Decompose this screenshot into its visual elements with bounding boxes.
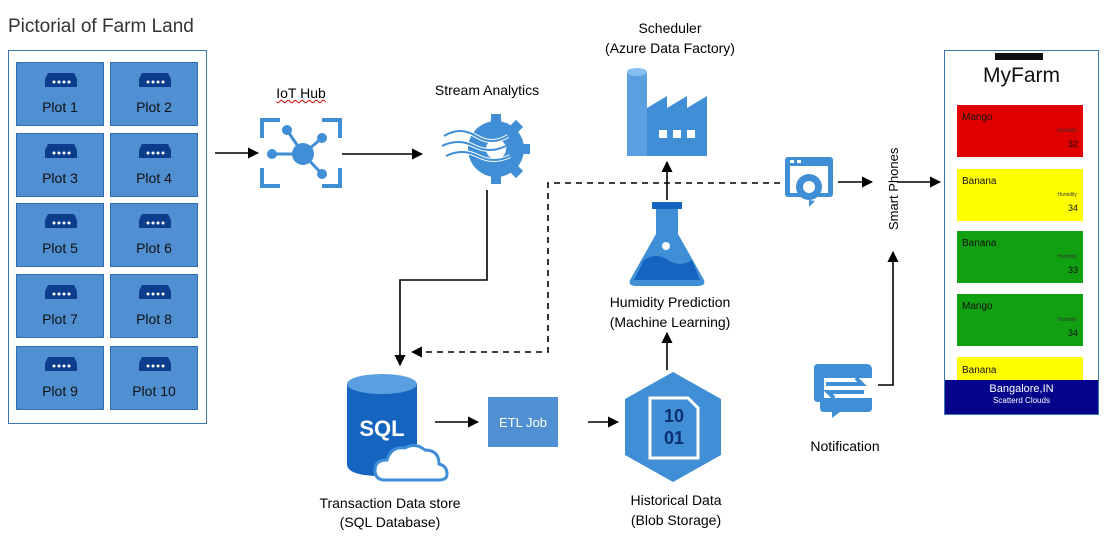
sensor-icon bbox=[139, 144, 171, 158]
humidity-label: Humidity bbox=[1057, 192, 1077, 198]
crop-name: Banana bbox=[962, 176, 997, 187]
plot-tile: Plot 6 bbox=[110, 203, 198, 267]
dashed-feedback-to-sql bbox=[410, 182, 780, 358]
crop-name: Banana bbox=[962, 365, 997, 376]
crop-card: Banana bbox=[957, 357, 1083, 381]
weather-footer: Bangalore,IN Scatterd Clouds bbox=[945, 380, 1098, 414]
sql-title: Transaction Data store bbox=[319, 495, 461, 511]
plot-tile: Plot 4 bbox=[110, 133, 198, 197]
sensor-icon bbox=[139, 73, 171, 87]
phone-speaker bbox=[995, 53, 1043, 60]
humidity-value: 33 bbox=[1067, 265, 1078, 275]
humidity-prediction-title: Humidity Prediction bbox=[609, 294, 731, 310]
sensor-icon bbox=[45, 144, 77, 158]
stream-analytics-label: Stream Analytics bbox=[434, 82, 540, 98]
sensor-icon bbox=[45, 214, 77, 228]
crop-name: Mango bbox=[962, 112, 993, 123]
crop-name: Mango bbox=[962, 301, 993, 312]
humidity-label: Humidity bbox=[1057, 317, 1077, 323]
weather-text: Scatterd Clouds bbox=[993, 396, 1050, 405]
plot-label: Plot 8 bbox=[136, 311, 172, 327]
plot-tile: Plot 1 bbox=[16, 62, 104, 126]
factory-icon bbox=[627, 68, 707, 156]
plot-label: Plot 4 bbox=[136, 170, 172, 186]
sensor-icon bbox=[45, 357, 77, 371]
humidity-value: 34 bbox=[1067, 328, 1078, 338]
crop-card: Banana Humidity 34 bbox=[957, 169, 1083, 221]
plot-label: Plot 7 bbox=[42, 311, 78, 327]
phone-mockup: MyFarm Mango Humidity 32 Banana Humidity… bbox=[944, 50, 1099, 415]
crop-name: Banana bbox=[962, 238, 997, 249]
plot-label: Plot 10 bbox=[132, 383, 176, 399]
blob-storage-icon: 10 01 bbox=[625, 372, 721, 482]
blob-subtitle: (Blob Storage) bbox=[630, 512, 722, 528]
crop-card: Mango Humidity 32 bbox=[957, 105, 1083, 157]
blob-title: Historical Data bbox=[630, 492, 722, 508]
plot-label: Plot 1 bbox=[42, 99, 78, 115]
sql-subtitle: (SQL Database) bbox=[339, 514, 441, 530]
plot-label: Plot 9 bbox=[42, 383, 78, 399]
plot-tile: Plot 3 bbox=[16, 133, 104, 197]
scheduler-subtitle: (Azure Data Factory) bbox=[605, 40, 735, 56]
smart-phones-label: Smart Phones bbox=[886, 147, 901, 230]
stream-analytics-icon bbox=[441, 114, 530, 184]
flask-icon bbox=[629, 202, 705, 286]
humidity-value: 34 bbox=[1067, 203, 1078, 213]
iot-hub-label: IoT Hub bbox=[276, 85, 326, 101]
blob-icon-text-bottom: 01 bbox=[664, 428, 684, 448]
location-text: Bangalore,IN bbox=[989, 383, 1054, 395]
blob-icon-text-top: 10 bbox=[664, 406, 684, 426]
sensor-icon bbox=[139, 285, 171, 299]
plot-tile: Plot 2 bbox=[110, 62, 198, 126]
humidity-label: Humidity bbox=[1057, 128, 1077, 134]
sql-icon-text: SQL bbox=[359, 416, 404, 441]
crop-card: Banana Humidity 33 bbox=[957, 231, 1083, 283]
plot-tile: Plot 9 bbox=[16, 346, 104, 410]
sql-database-icon: SQL bbox=[347, 374, 449, 482]
iot-hub-icon bbox=[260, 118, 342, 188]
sensor-icon bbox=[139, 214, 171, 228]
farm-land-panel: Plot 1 Plot 2 Plot 3 Plot 4 Plot 5 Plot … bbox=[8, 50, 207, 424]
humidity-label: Humidity bbox=[1057, 254, 1077, 260]
plot-tile: Plot 10 bbox=[110, 346, 198, 410]
arrow-stream-to-sql bbox=[394, 190, 488, 367]
scheduler-title: Scheduler bbox=[638, 20, 702, 36]
arrow-notification-to-phones bbox=[878, 250, 899, 386]
plot-tile: Plot 5 bbox=[16, 203, 104, 267]
sensor-icon bbox=[139, 357, 171, 371]
plot-label: Plot 5 bbox=[42, 240, 78, 256]
sensor-icon bbox=[45, 285, 77, 299]
humidity-value: 32 bbox=[1067, 139, 1078, 149]
plot-label: Plot 2 bbox=[136, 99, 172, 115]
app-title: MyFarm bbox=[983, 64, 1060, 87]
plot-tile: Plot 8 bbox=[110, 274, 198, 338]
sensor-icon bbox=[45, 73, 77, 87]
farm-title: Pictorial of Farm Land bbox=[8, 16, 194, 37]
notification-label: Notification bbox=[810, 438, 880, 454]
plot-label: Plot 3 bbox=[42, 170, 78, 186]
humidity-prediction-subtitle: (Machine Learning) bbox=[609, 314, 731, 330]
plot-tile: Plot 7 bbox=[16, 274, 104, 338]
crop-card: Mango Humidity 34 bbox=[957, 294, 1083, 346]
notification-icon bbox=[814, 364, 872, 418]
plot-label: Plot 6 bbox=[136, 240, 172, 256]
web-app-icon bbox=[785, 157, 833, 207]
etl-job-box: ETL Job bbox=[488, 397, 558, 447]
